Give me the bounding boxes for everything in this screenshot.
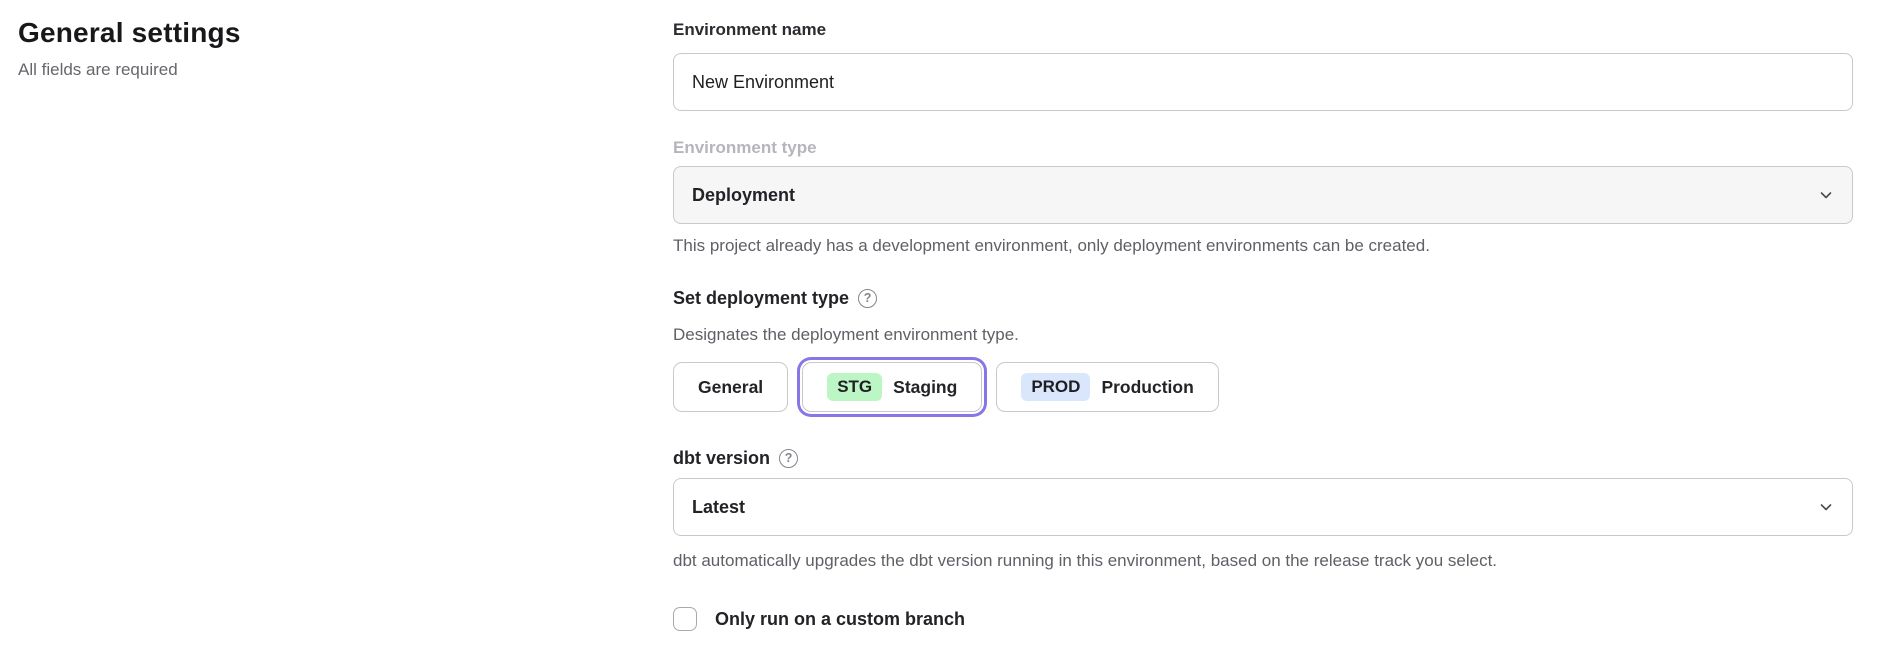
deployment-type-option-label: General: [698, 376, 764, 397]
deployment-type-options: General STG Staging PROD Production: [673, 362, 1853, 412]
custom-branch-label: Only run on a custom branch: [715, 608, 966, 629]
deployment-type-description: Designates the deployment environment ty…: [673, 325, 1019, 344]
environment-type-value: Deployment: [692, 184, 796, 205]
custom-branch-row: Only run on a custom branch: [673, 607, 1853, 631]
dbt-version-label-text: dbt version: [673, 448, 771, 468]
page-title: General settings: [18, 17, 241, 48]
environment-name-label: Environment name: [673, 20, 827, 39]
environment-type-note: This project already has a development e…: [673, 236, 1430, 255]
settings-form: Environment name Environment type Deploy…: [655, 0, 1888, 660]
deployment-type-option-general[interactable]: General: [673, 362, 789, 412]
deployment-type-option-staging[interactable]: STG Staging: [802, 362, 983, 412]
environment-type-label: Environment type: [673, 138, 817, 157]
dbt-version-note: dbt automatically upgrades the dbt versi…: [673, 551, 1498, 570]
production-badge: PROD: [1021, 373, 1091, 401]
dbt-version-value: Latest: [692, 496, 746, 517]
environment-type-select[interactable]: Deployment: [673, 166, 1853, 224]
settings-intro: General settings All fields are required: [0, 0, 655, 660]
deployment-type-option-production[interactable]: PROD Production: [996, 362, 1219, 412]
chevron-down-icon: [1818, 499, 1834, 515]
deployment-type-option-label: Staging: [893, 376, 958, 397]
deployment-type-option-label: Production: [1101, 376, 1194, 397]
environment-name-input[interactable]: [673, 53, 1853, 111]
page-subtitle: All fields are required: [18, 60, 178, 79]
chevron-down-icon: [1818, 187, 1834, 203]
question-circle-icon[interactable]: ?: [858, 288, 878, 308]
dbt-version-label: dbt version ?: [673, 447, 1853, 469]
deployment-type-label-text: Set deployment type: [673, 288, 850, 308]
custom-branch-checkbox[interactable]: [673, 607, 697, 631]
dbt-version-select[interactable]: Latest: [673, 478, 1853, 536]
question-circle-icon[interactable]: ?: [779, 448, 799, 468]
staging-badge: STG: [827, 373, 883, 401]
deployment-type-label: Set deployment type ?: [673, 287, 1853, 309]
